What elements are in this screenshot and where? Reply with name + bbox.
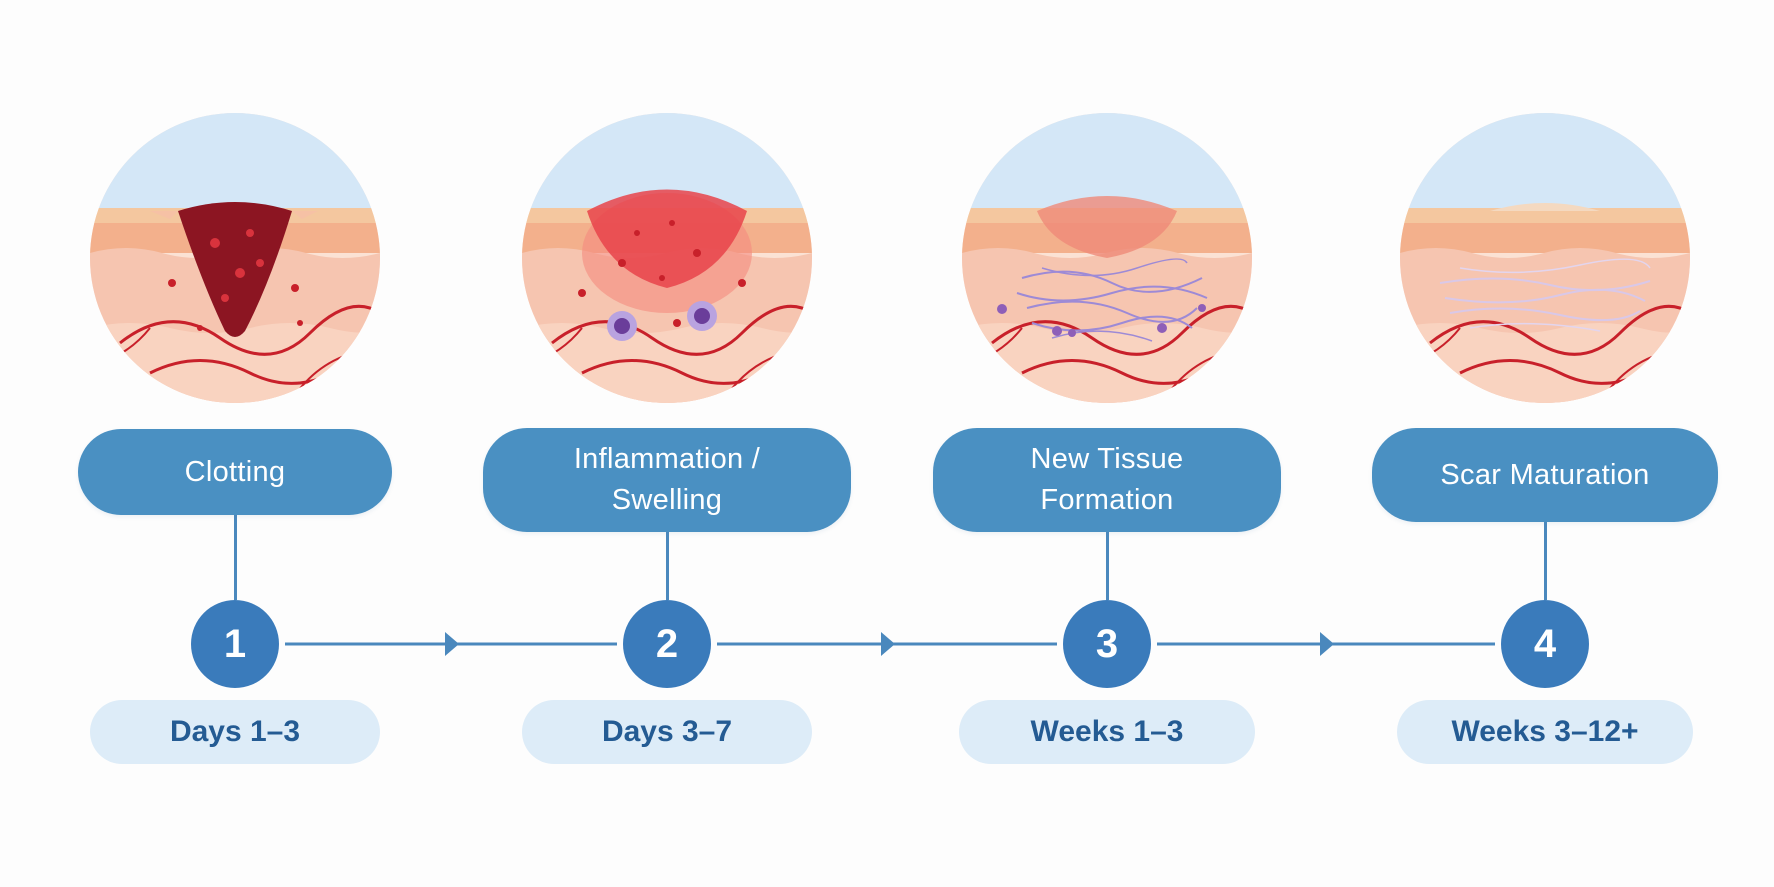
stage-4: Scar Maturation 4 Weeks 3–12+	[1372, 0, 1718, 887]
stage-2-connector	[665, 532, 669, 600]
wound-inflammation-cross-section-icon	[522, 113, 812, 403]
stage-4-label: Scar Maturation	[1372, 428, 1718, 522]
stage-4-number-badge: 4	[1501, 600, 1589, 688]
stage-4-connector	[1543, 522, 1547, 600]
stage-3-connector	[1105, 532, 1109, 600]
timeline-arrowhead-3	[1320, 632, 1334, 656]
timeline-arrowhead-2	[881, 632, 895, 656]
stage-4-duration: Weeks 3–12+	[1397, 700, 1693, 764]
timeline-arrowhead-1	[445, 632, 459, 656]
stage-1-connector	[233, 515, 237, 600]
stage-2: Inflammation / Swelling 2 Days 3–7	[483, 0, 851, 887]
wound-clot-cross-section-icon	[90, 113, 380, 403]
stage-3-duration: Weeks 1–3	[959, 700, 1255, 764]
stage-1-label: Clotting	[78, 429, 392, 515]
wound-tissue-formation-cross-section-icon	[962, 113, 1252, 403]
stage-3: New Tissue Formation 3 Weeks 1–3	[933, 0, 1281, 887]
stage-2-duration: Days 3–7	[522, 700, 812, 764]
stage-3-number-badge: 3	[1063, 600, 1151, 688]
scar-maturation-cross-section-icon	[1400, 113, 1690, 403]
stage-2-number-badge: 2	[623, 600, 711, 688]
stage-2-label: Inflammation / Swelling	[483, 428, 851, 532]
stage-1-duration: Days 1–3	[90, 700, 380, 764]
stage-3-label: New Tissue Formation	[933, 428, 1281, 532]
stage-1: Clotting 1 Days 1–3	[78, 0, 392, 887]
stage-1-number-badge: 1	[191, 600, 279, 688]
